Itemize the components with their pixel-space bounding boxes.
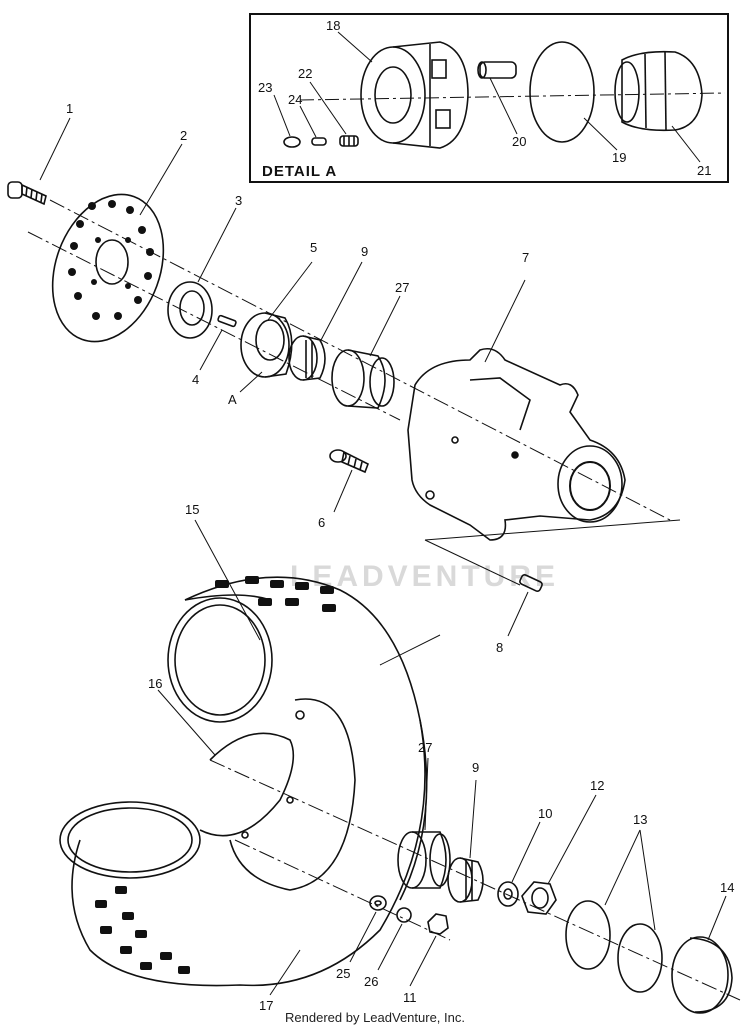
callout-15: 15 [185,502,199,517]
callout-26: 26 [364,974,378,989]
part-3-seal [167,207,237,339]
part-24-plunger [311,137,327,146]
part-13-o-rings [565,829,663,993]
callout-a: A [228,392,237,407]
part-14-hub-cap [671,895,733,1014]
callout-23: 23 [258,80,272,95]
callout-6: 6 [318,515,325,530]
callout-18: 18 [326,18,340,33]
callout-5: 5 [310,240,317,255]
callout-19: 19 [612,150,626,165]
callout-10: 10 [538,806,552,821]
callout-14: 14 [720,880,734,895]
part-6-bolt [329,449,370,513]
callout-17: 17 [259,998,273,1013]
callout-27-upper: 27 [395,280,409,295]
part-8-set-screw [507,574,543,637]
detail-a-title: DETAIL A [262,163,337,180]
callout-27-lower: 27 [418,740,432,755]
callout-12: 12 [590,778,604,793]
part-1-bolt [7,117,71,206]
part-25-washer [349,895,387,963]
callout-3: 3 [235,193,242,208]
footer-credit: Rendered by LeadVenture, Inc. [285,1010,465,1025]
part-9-bearing-lower [447,779,484,903]
callout-2: 2 [180,128,187,143]
callout-13: 13 [633,812,647,827]
callout-9-lower: 9 [472,760,479,775]
part-18-clutch-housing [360,41,469,149]
callout-9-upper: 9 [361,244,368,259]
callout-11: 11 [403,990,417,1005]
part-2-brake-disc [51,143,183,343]
part-23-ball [283,136,301,148]
part-15-rim [167,519,273,723]
detail-a-box: DETAIL A [249,13,729,183]
part-21-cap-nut [614,50,703,132]
part-26-lock-washer [377,907,412,971]
callout-20: 20 [512,134,526,149]
part-22-spring [339,135,359,147]
callout-22: 22 [298,66,312,81]
part-10-washer [497,821,541,907]
callout-16: 16 [148,676,162,691]
part-12-castle-nut [521,794,597,915]
part-27-race-upper [331,295,401,409]
part-19-o-ring [529,41,595,143]
callout-4: 4 [192,372,199,387]
part-4-pin [199,314,237,371]
callout-21: 21 [697,163,711,178]
part-5-clutch [239,261,313,393]
part-27-race-lower [397,757,451,889]
part-17-tire [71,576,428,996]
callout-7: 7 [522,250,529,265]
part-11-nut [409,913,449,987]
part-7-wheel-hub [407,279,626,541]
part-16-wheel [59,689,356,891]
part-20-pin [477,61,517,79]
part-9-bearing-upper [288,261,363,381]
callout-labels: 1 2 3 4 5 A 6 7 8 9 9 10 11 12 13 14 15 … [66,18,734,1013]
callout-1: 1 [66,101,73,116]
callout-24: 24 [288,92,302,107]
callout-25: 25 [336,966,350,981]
callout-8: 8 [496,640,503,655]
